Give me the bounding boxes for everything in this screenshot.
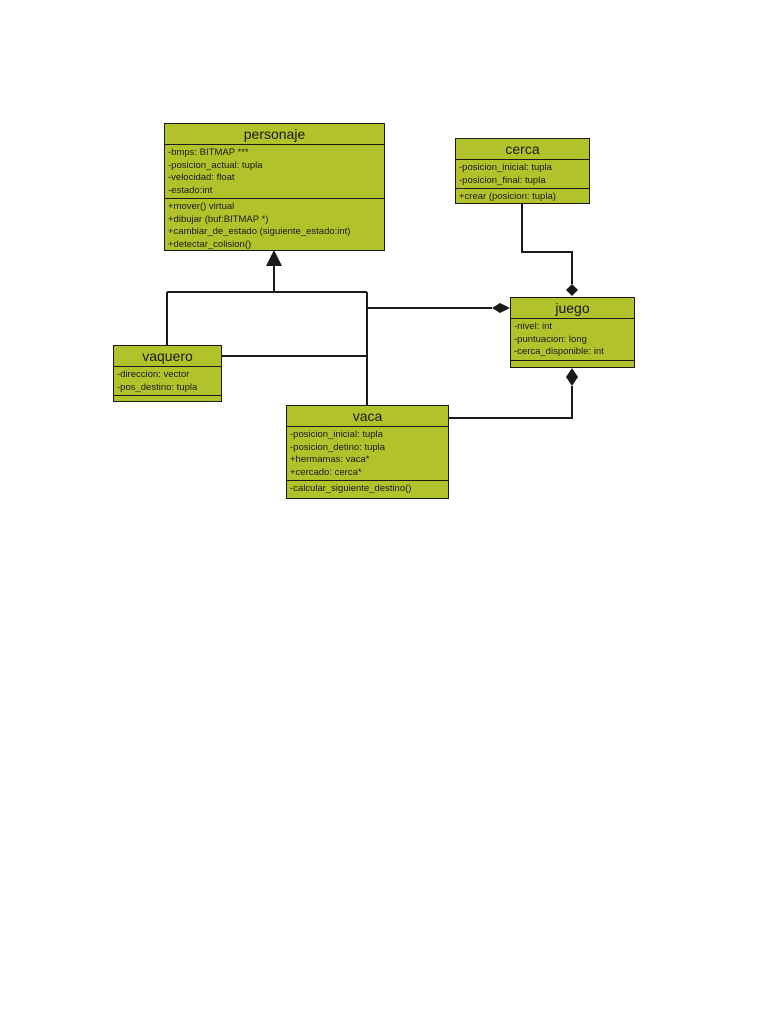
attributes-section: -bmps: BITMAP *** -posicion_actual: tupl…: [165, 145, 384, 199]
method: +dibujar (buf:BITMAP *): [168, 213, 269, 225]
attributes-section: -nivel: int -puntuacion: long -cerca_dis…: [511, 319, 634, 361]
class-vaquero[interactable]: vaquero -direccion: vector -pos_destino:…: [113, 345, 222, 402]
attribute: +hermamas: vaca*: [290, 454, 370, 465]
class-juego[interactable]: juego -nivel: int -puntuacion: long -cer…: [510, 297, 635, 368]
composition-diamond-top: [566, 284, 578, 296]
methods-section: +mover() virtual +dibujar (buf:BITMAP *)…: [165, 199, 384, 252]
attributes-section: -posicion_inicial: tupla -posicion_detin…: [287, 427, 448, 481]
method: +crear (posicion: tupla): [459, 191, 556, 202]
class-name: juego: [511, 298, 634, 319]
generalization-arrowhead: [266, 250, 282, 266]
attribute: -estado:int: [168, 184, 213, 196]
attributes-section: -direccion: vector -pos_destino: tupla: [114, 367, 221, 396]
attribute: -velocidad: float: [168, 172, 235, 183]
attribute: -posicion_actual: tupla: [168, 159, 263, 171]
composition-diamond-bottom: [566, 368, 578, 386]
class-name: vaca: [287, 406, 448, 427]
methods-section: [511, 361, 634, 365]
attribute: -direccion: vector: [117, 369, 190, 380]
methods-section: +crear (posicion: tupla): [456, 189, 589, 205]
attribute: -posicion_final: tupla: [459, 174, 546, 186]
method: +cambiar_de_estado (siguiente_estado:int…: [168, 226, 351, 237]
composition-diamond-left: [492, 303, 510, 313]
attribute: -pos_destino: tupla: [117, 381, 198, 393]
attributes-section: -posicion_inicial: tupla -posicion_final…: [456, 160, 589, 189]
attribute: -posicion_inicial: tupla: [459, 162, 552, 173]
attribute: -cerca_disponible: int: [514, 346, 604, 357]
methods-section: [114, 396, 221, 400]
attribute: -puntuacion: long: [514, 333, 587, 345]
composition-line-cerca: [521, 204, 573, 284]
method: -calcular_siguiente_destino(): [290, 483, 412, 494]
composition-line-vaca: [449, 386, 573, 419]
class-name: vaquero: [114, 346, 221, 367]
attribute: -nivel: int: [514, 321, 553, 332]
class-name: personaje: [165, 124, 384, 145]
attribute: -posicion_detino: tupla: [290, 441, 386, 453]
class-vaca[interactable]: vaca -posicion_inicial: tupla -posicion_…: [286, 405, 449, 499]
class-cerca[interactable]: cerca -posicion_inicial: tupla -posicion…: [455, 138, 590, 204]
methods-section: -calcular_siguiente_destino(): [287, 481, 448, 497]
method: +detectar_colision(): [168, 238, 252, 250]
attribute: -bmps: BITMAP ***: [168, 147, 249, 158]
class-personaje[interactable]: personaje -bmps: BITMAP *** -posicion_ac…: [164, 123, 385, 251]
method: +mover() virtual: [168, 201, 235, 212]
class-name: cerca: [456, 139, 589, 160]
attribute: +cercado: cerca*: [290, 466, 362, 478]
attribute: -posicion_inicial: tupla: [290, 429, 383, 440]
